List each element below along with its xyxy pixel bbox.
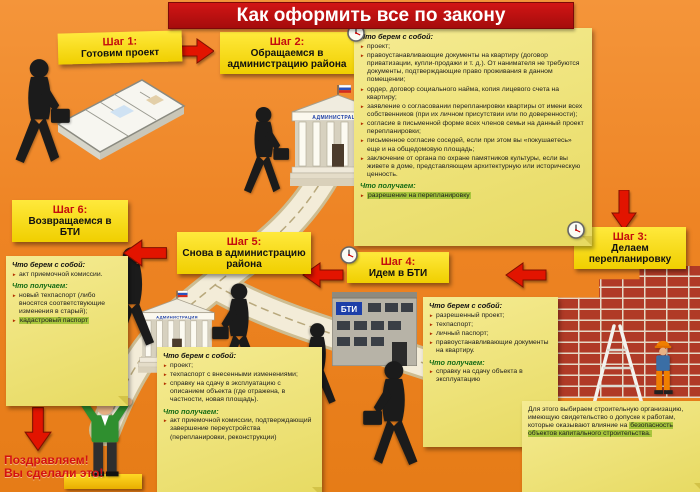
- note-step4: Что берем с собой: разрешенный проект;те…: [423, 297, 558, 447]
- step5-text: Снова в администрацию района: [182, 248, 306, 271]
- note-step4-take-list: разрешенный проект;техпаспорт;личный пас…: [429, 312, 552, 356]
- person-carrying-plan: [15, 59, 70, 164]
- ladder-illustration: [592, 324, 644, 406]
- note-item: письменное согласие соседей, если при эт…: [360, 137, 586, 153]
- congrats-line1: Поздравляем!: [4, 453, 89, 467]
- pedestal: [64, 474, 142, 489]
- page-title: Как оформить все по закону: [168, 2, 574, 29]
- note-item: справку на сдачу в эксплуатацию с описан…: [163, 380, 316, 404]
- step6-box: Шаг 6: Возвращаемся в БТИ: [12, 200, 128, 243]
- note-step5-take-header: Что берем с собой:: [163, 351, 237, 360]
- note-item: справку на сдачу объекта в эксплуатацию: [429, 368, 552, 384]
- note-item: согласие в письменной форме всех членов …: [360, 120, 586, 136]
- step4-text: Идем в БТИ: [368, 268, 428, 279]
- note-step3-text: Для этого выбираем строительную организа…: [528, 406, 684, 430]
- step1-text: Готовим проект: [80, 46, 160, 61]
- step5-box: Шаг 5: Снова в администрацию района: [177, 232, 311, 275]
- step2-label: Шаг 2:: [269, 36, 305, 48]
- note-step4-get-list: справку на сдачу объекта в эксплуатацию: [429, 368, 552, 384]
- step3-box: Шаг 3: Делаем перепланировку: [574, 227, 686, 270]
- step6-label: Шаг 6:: [52, 204, 88, 216]
- arrow-step3-to-step4: [505, 262, 547, 288]
- note-step5: Что берем с собой: проект;техпаспорт с в…: [157, 347, 322, 492]
- floor-plan-illustration: [56, 79, 186, 160]
- step2-text: Обращаемся в администрацию района: [227, 48, 347, 71]
- clock-icon: [340, 246, 358, 264]
- note-item: кадастровый паспорт: [12, 317, 122, 325]
- person-walking-to-administration: [243, 106, 290, 194]
- note-item: новый техпаспорт (либо вносятся соответс…: [12, 292, 122, 316]
- note-item: проект;: [163, 362, 316, 370]
- note-item: заявление о согласовании перепланировки …: [360, 103, 586, 119]
- clock-icon: [567, 221, 585, 239]
- note-item: ордер, договор социального найма, копия …: [360, 86, 586, 102]
- arrow-step5-to-step6: [122, 239, 168, 267]
- note-item: правоустанавливающие документы на кварти…: [360, 52, 586, 85]
- note-item: правоустанавливающие документы на кварти…: [429, 339, 552, 355]
- step3-label: Шаг 3:: [612, 231, 648, 243]
- note-item: разрешенный проект;: [429, 312, 552, 320]
- step3-text: Делаем перепланировку: [588, 243, 672, 266]
- note-item: проект;: [360, 43, 586, 51]
- congrats-line2: Вы сделали это!: [4, 466, 104, 481]
- note-item: техпаспорт с внесенными изменениями;: [163, 371, 316, 379]
- note-item: техпаспорт;: [429, 321, 552, 329]
- bti-building: [332, 291, 417, 366]
- note-step6-take-header: Что берем с собой:: [12, 260, 86, 269]
- note-step2-get-list: разрешение на перепланировку: [360, 192, 586, 200]
- note-step4-get-header: Что получаем:: [429, 357, 485, 367]
- note-step2: Что берем с собой: проект;правоустанавли…: [354, 28, 592, 246]
- note-step4-take-header: Что берем с собой:: [429, 301, 503, 310]
- note-step5-take-list: проект;техпаспорт с внесенными изменения…: [163, 362, 316, 405]
- step5-label: Шаг 5:: [226, 236, 262, 248]
- note-step6-take-list: акт приемочной комиссии.: [12, 271, 122, 279]
- step4-label: Шаг 4:: [380, 256, 416, 268]
- note-step2-get-header: Что получаем:: [360, 181, 416, 191]
- step4-box: Шаг 4: Идем в БТИ: [347, 252, 449, 284]
- note-item: заключение от органа по охране памятнико…: [360, 155, 586, 179]
- note-step6: Что берем с собой: акт приемочной комисс…: [6, 256, 128, 406]
- note-item: акт приемочной комиссии, подтверждающий …: [163, 417, 316, 441]
- note-step6-get-list: новый техпаспорт (либо вносятся соответс…: [12, 292, 122, 326]
- arrow-down-to-congrats: [24, 406, 52, 452]
- note-step2-take-list: проект;правоустанавливающие документы на…: [360, 43, 586, 180]
- arrow-down-to-step3: [611, 190, 637, 230]
- note-item: разрешение на перепланировку: [360, 192, 586, 200]
- note-item: акт приемочной комиссии.: [12, 271, 122, 279]
- note-item: личный паспорт;: [429, 330, 552, 338]
- step2-box: Шаг 2: Обращаемся в администрацию района: [220, 32, 354, 75]
- person-walking-bottom: [363, 361, 418, 466]
- note-step5-get-header: Что получаем:: [163, 406, 219, 416]
- note-step2-take-header: Что берем с собой:: [360, 32, 434, 41]
- construction-worker: [654, 340, 673, 395]
- step6-text: Возвращаемся в БТИ: [28, 216, 112, 239]
- note-step5-get-list: акт приемочной комиссии, подтверждающий …: [163, 417, 316, 441]
- note-step6-get-header: Что получаем:: [12, 280, 68, 290]
- congrats-text: Поздравляем! Вы сделали это!: [4, 453, 136, 481]
- note-step3: Для этого выбираем строительную организа…: [522, 401, 700, 492]
- step1-box: Шаг 1: Готовим проект: [57, 30, 183, 65]
